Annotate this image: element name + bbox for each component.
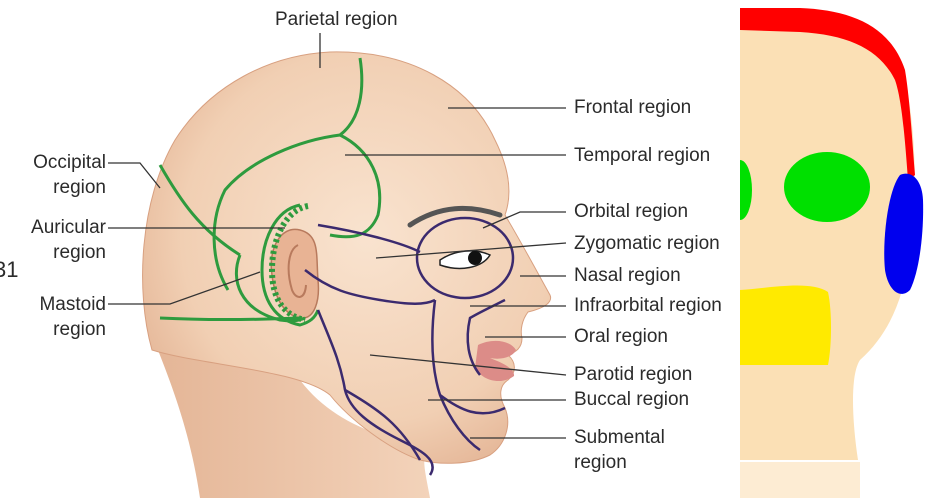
label-occipital: Occipital region (0, 150, 106, 200)
segmentation-mask-panel (740, 0, 935, 498)
mask-neck-strip (740, 462, 860, 498)
label-parietal: Parietal region (275, 8, 398, 32)
label-nasal: Nasal region (574, 264, 681, 288)
label-parotid: Parotid region (574, 363, 692, 387)
label-submental-line2: region (574, 450, 665, 475)
label-submental-line1: Submental (574, 425, 665, 450)
label-oral: Oral region (574, 325, 668, 349)
segmentation-mask (740, 0, 935, 498)
label-occipital-line1: Occipital (0, 150, 106, 175)
label-auricular-line1: Auricular (0, 215, 106, 240)
mask-orbital-right (784, 152, 870, 222)
label-mastoid-line1: Mastoid (0, 292, 106, 317)
label-mastoid-line2: region (0, 317, 106, 342)
stray-number: 31 (0, 258, 18, 282)
label-mastoid: Mastoid region (0, 292, 106, 342)
label-zygomatic: Zygomatic region (574, 232, 720, 256)
mask-oral-region (740, 286, 831, 365)
label-submental: Submental region (574, 425, 665, 475)
label-occipital-line2: region (0, 175, 106, 200)
iris (468, 251, 482, 265)
label-frontal: Frontal region (574, 96, 691, 120)
label-orbital: Orbital region (574, 200, 688, 224)
label-buccal: Buccal region (574, 388, 689, 412)
label-infraorbital: Infraorbital region (574, 294, 722, 318)
label-temporal: Temporal region (574, 144, 710, 168)
